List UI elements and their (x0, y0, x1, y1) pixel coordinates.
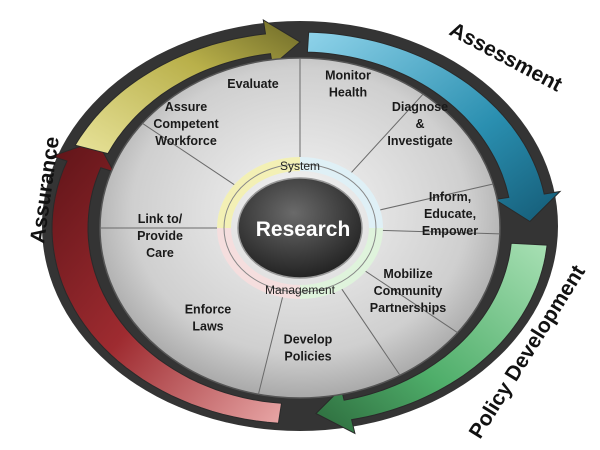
research-core (237, 177, 363, 279)
assurance-arrow (50, 140, 283, 424)
service-segment-line: Laws (192, 320, 223, 334)
service-segment-line: Evaluate (227, 77, 278, 91)
service-segment-line: Empower (422, 224, 478, 238)
segment-divider (359, 266, 458, 334)
service-segment-line: Investigate (387, 134, 452, 148)
phase-arrows (50, 19, 562, 435)
ring-label-system: System (280, 159, 320, 173)
service-segment-line: Enforce (185, 303, 232, 317)
service-segment-line: & (415, 117, 424, 131)
segment-divider (257, 290, 285, 395)
service-segment-line: Develop (284, 333, 333, 347)
service-segment-line: Policies (284, 350, 331, 364)
service-segment-line: Link to/ (138, 212, 183, 226)
service-segment-line: Health (329, 86, 367, 100)
service-segment-line: Diagnose (392, 100, 448, 114)
service-segment-line: Educate, (424, 207, 476, 221)
center-label-research: Research (256, 218, 351, 241)
service-segment-line: Monitor (325, 69, 371, 83)
service-segment-line: Inform, (429, 190, 471, 204)
service-segment-line: Partnerships (370, 301, 446, 315)
service-segment-label: Diagnose & Investigate (387, 100, 452, 148)
service-segment-label: Evaluate (227, 77, 278, 91)
segment-divider (142, 122, 241, 190)
service-segment-label: Inform, Educate, Empower (422, 190, 478, 238)
service-segment-line: Workforce (155, 134, 217, 148)
service-segment-line: Community (374, 284, 443, 298)
assessment-arrow (306, 31, 562, 223)
service-segment-line: Provide (137, 229, 183, 243)
segment-divider (346, 93, 424, 178)
service-segment-line: Assure (165, 100, 207, 114)
segment-divider (375, 229, 500, 235)
policy-development-arrow (315, 242, 548, 435)
ring-label-management: Management (265, 283, 336, 297)
service-segment-line: Mobilize (383, 267, 432, 281)
segment-dividers (100, 58, 500, 395)
evaluation-arrow (74, 19, 301, 155)
service-segment-line: Care (146, 246, 174, 260)
service-segment-line: Competent (153, 117, 219, 131)
segment-divider (373, 183, 494, 212)
segment-divider (337, 283, 401, 376)
system-management-ring: System Management Research (217, 157, 383, 299)
